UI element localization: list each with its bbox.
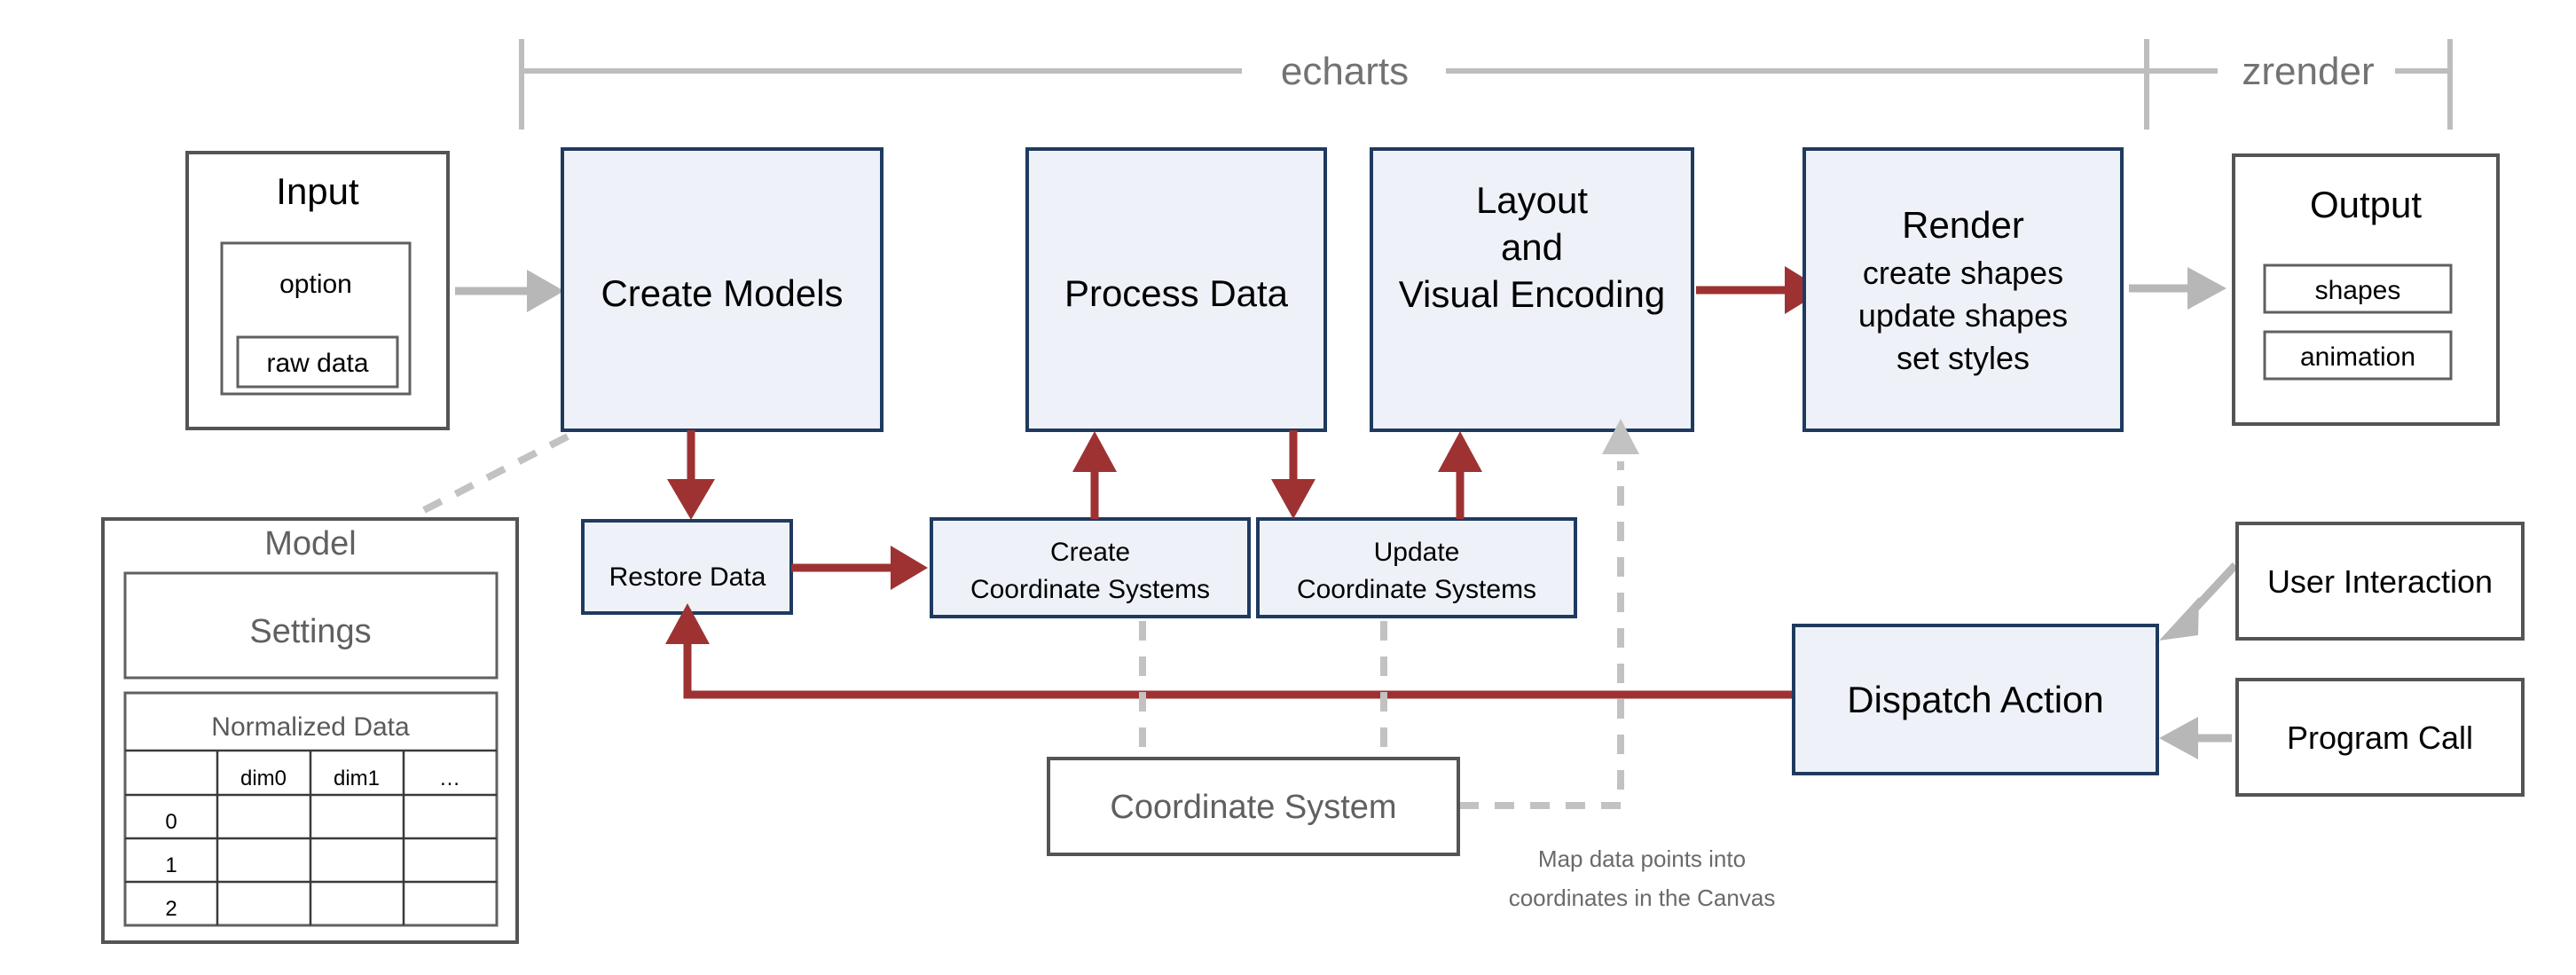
normalized-data-table: dim0 dim1 … 0 1 2 xyxy=(125,749,497,925)
program-call-label: Program Call xyxy=(2287,719,2473,756)
dashed-arrow-head xyxy=(1602,419,1639,454)
render-label-line4: set styles xyxy=(1897,340,2030,376)
render-label-line3: update shapes xyxy=(1858,297,2068,334)
restore-data-label: Restore Data xyxy=(609,562,766,592)
normalized-data-label: Normalized Data xyxy=(211,712,410,742)
arrow-input-to-create-models xyxy=(455,270,564,312)
animation-box[interactable] xyxy=(2263,330,2453,381)
process-data-label: Process Data xyxy=(1064,272,1289,314)
table-header-dim0: dim0 xyxy=(240,767,287,790)
arrow-restore-to-create-coord xyxy=(791,546,928,590)
arrow-head xyxy=(667,479,715,520)
coordinate-mapping-caption: Map data points into coordinates in the … xyxy=(1509,845,1776,911)
dispatch-action-node[interactable]: Dispatch Action xyxy=(1792,624,2159,775)
bracket-label-echarts: echarts xyxy=(1281,50,1409,93)
caption-line1: Map data points into xyxy=(1538,845,1746,872)
output-title: Output xyxy=(2310,184,2422,225)
arrow-render-to-output xyxy=(2129,267,2227,310)
layout-label-line1: Layout xyxy=(1476,179,1588,221)
arrow-program-call-to-dispatch xyxy=(2159,717,2232,759)
arrow-head xyxy=(2159,597,2199,641)
arrow-update-coord-to-layout xyxy=(1438,431,1482,519)
create-coordinate-systems-node[interactable]: Create Coordinate Systems xyxy=(930,517,1251,618)
table-row-index-1: 1 xyxy=(165,853,177,877)
arrow-dispatch-to-restore-data xyxy=(665,603,1850,699)
table-header-ellipsis: … xyxy=(439,767,460,790)
dispatch-action-box[interactable] xyxy=(1792,624,2159,775)
arrow-head xyxy=(2159,717,2198,759)
arrow-process-data-to-update-coord xyxy=(1271,430,1315,519)
input-group: Input option raw data xyxy=(185,151,450,430)
caption-line2: coordinates in the Canvas xyxy=(1509,885,1776,911)
raw-data-label: raw data xyxy=(266,349,368,378)
layout-visual-encoding-node[interactable]: Layout and Visual Encoding xyxy=(1370,147,1694,432)
shapes-label: shapes xyxy=(2315,276,2401,305)
settings-box[interactable] xyxy=(123,571,499,680)
arrow-create-coord-to-process-data xyxy=(1072,431,1117,519)
table-row-index-0: 0 xyxy=(165,810,177,834)
arrow-head xyxy=(891,546,928,590)
dashed-link-coordsys-to-layout xyxy=(1459,419,1639,809)
dashed-shaft xyxy=(1459,461,1624,809)
arrow-shaft xyxy=(683,637,1850,699)
create-coord-label-line1: Create xyxy=(1050,538,1130,567)
create-coord-label-line2: Coordinate Systems xyxy=(970,575,1210,604)
dispatch-action-label: Dispatch Action xyxy=(1847,679,2104,720)
render-node[interactable]: Render create shapes update shapes set s… xyxy=(1802,147,2124,432)
process-data-box[interactable] xyxy=(1025,147,1327,432)
shapes-box[interactable] xyxy=(2263,263,2453,314)
program-call-node[interactable]: Program Call xyxy=(2235,678,2525,797)
layout-box[interactable] xyxy=(1370,147,1694,432)
process-data-node[interactable]: Process Data xyxy=(1025,147,1327,432)
update-coordinate-systems-node[interactable]: Update Coordinate Systems xyxy=(1256,517,1577,618)
update-coord-label-line1: Update xyxy=(1374,538,1460,567)
create-models-label: Create Models xyxy=(601,272,843,314)
arrow-create-models-to-restore-data xyxy=(667,430,715,520)
arrow-head xyxy=(2187,267,2227,310)
arrow-head xyxy=(1271,479,1315,519)
render-box[interactable] xyxy=(1802,147,2124,432)
option-label: option xyxy=(279,270,352,299)
user-interaction-node[interactable]: User Interaction xyxy=(2235,522,2525,641)
user-interaction-box[interactable] xyxy=(2235,522,2525,641)
model-group: Model Settings Normalized Data dim0 dim1 xyxy=(101,517,519,944)
table-row-index-2: 2 xyxy=(165,897,177,921)
arrow-head xyxy=(1072,431,1117,472)
user-interaction-label: User Interaction xyxy=(2267,563,2493,600)
program-call-box[interactable] xyxy=(2235,678,2525,797)
output-group: Output shapes animation xyxy=(2232,153,2500,426)
coordinate-system-label: Coordinate System xyxy=(1110,789,1396,826)
raw-data-box[interactable] xyxy=(236,335,399,389)
restore-data-node[interactable]: Restore Data xyxy=(581,519,793,615)
layout-label-line2: and xyxy=(1501,226,1563,268)
animation-label: animation xyxy=(2300,342,2415,372)
coordinate-system-node[interactable]: Coordinate System xyxy=(1047,757,1460,856)
create-models-node[interactable]: Create Models xyxy=(561,147,884,432)
render-label-line1: Render xyxy=(1902,204,2024,246)
arrow-head xyxy=(665,603,710,644)
arrow-head xyxy=(527,270,564,312)
arrow-head xyxy=(1438,431,1482,472)
bracket-label-zrender: zrender xyxy=(2242,50,2374,93)
coordinate-system-box[interactable] xyxy=(1047,757,1460,856)
update-coord-label-line2: Coordinate Systems xyxy=(1297,575,1536,604)
dashed-link-model-to-create-models xyxy=(422,433,569,514)
render-label-line2: create shapes xyxy=(1863,255,2063,291)
update-coordinate-systems-box[interactable] xyxy=(1256,517,1577,618)
input-title: Input xyxy=(276,170,359,212)
settings-label: Settings xyxy=(249,613,371,650)
table-header-dim1: dim1 xyxy=(334,767,380,790)
create-coordinate-systems-box[interactable] xyxy=(930,517,1251,618)
layout-label-line3: Visual Encoding xyxy=(1399,273,1665,315)
bracket-group: echarts zrender xyxy=(519,39,2453,130)
create-models-box[interactable] xyxy=(561,147,884,432)
arrow-user-interaction-to-dispatch xyxy=(2159,562,2239,641)
model-title: Model xyxy=(264,525,357,562)
